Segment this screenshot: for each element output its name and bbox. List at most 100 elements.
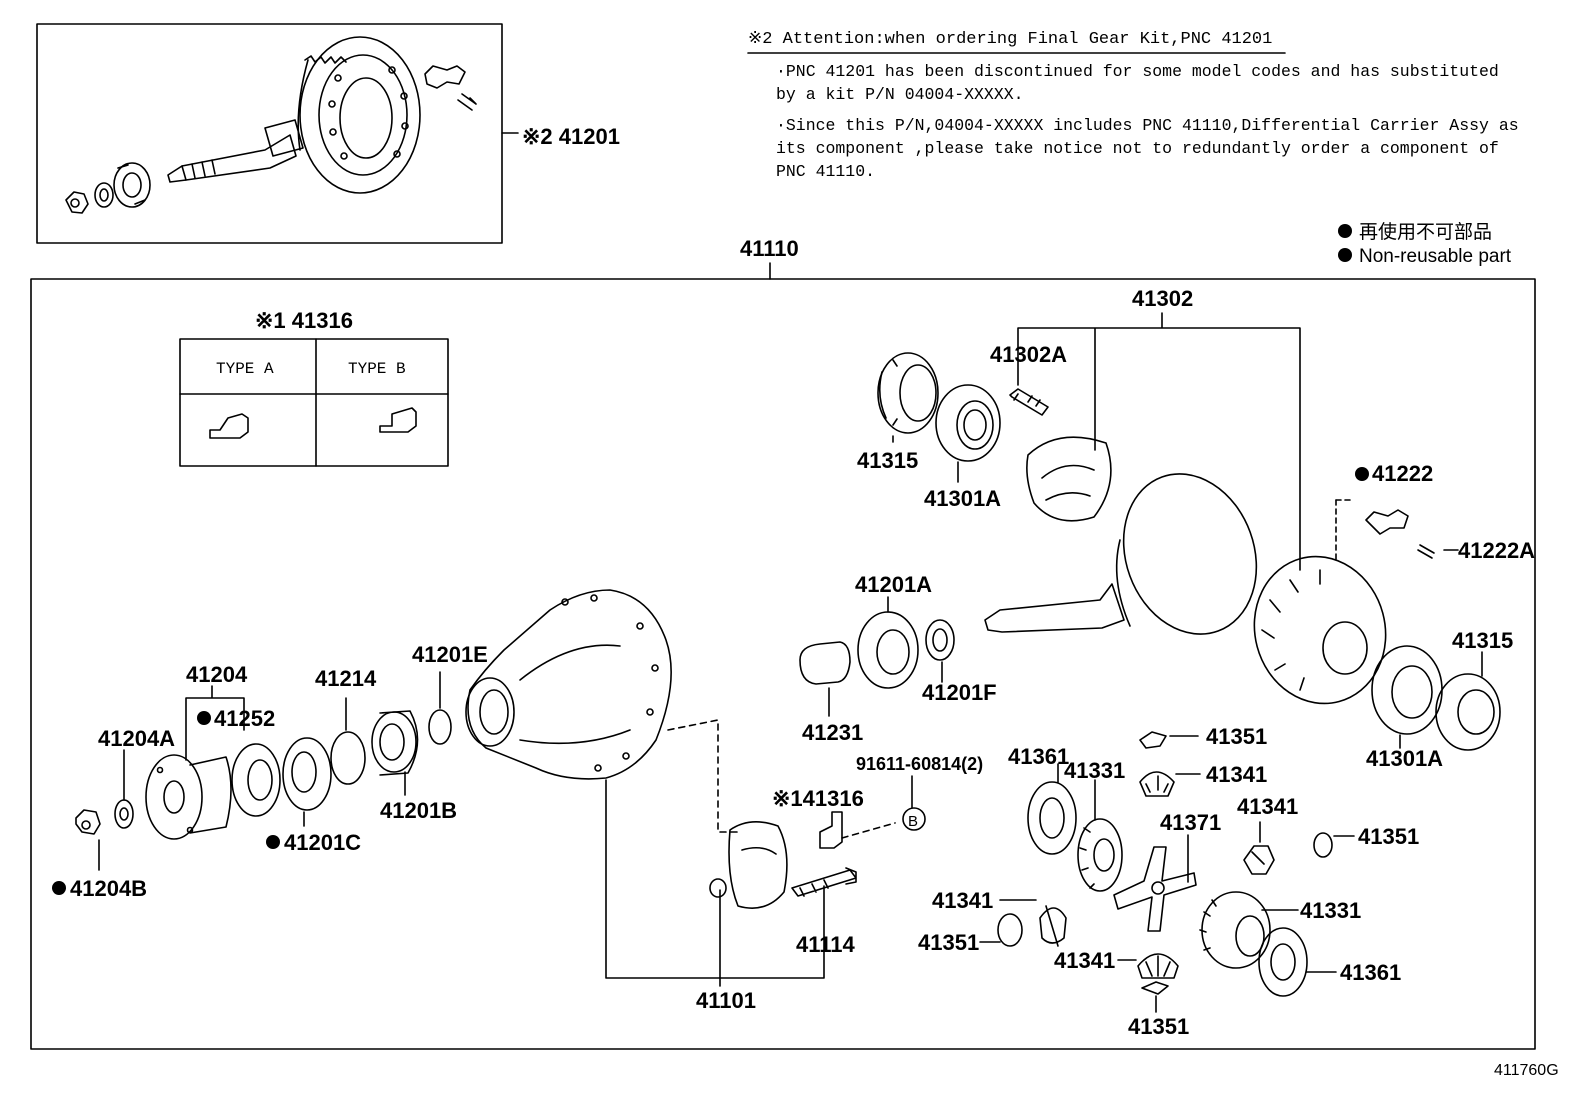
callout-41114: 41114 — [796, 932, 856, 957]
notice-line-4: its component ,please take notice not to… — [776, 139, 1499, 158]
pinion-41341-top — [1139, 771, 1175, 797]
callout-41351-c: 41351 — [918, 930, 979, 955]
callout-41231: 41231 — [802, 720, 863, 745]
bearing-41201A — [857, 596, 919, 689]
callout-41315-right: 41315 — [1452, 628, 1513, 653]
callout-41301A-right: 41301A — [1366, 746, 1443, 771]
nut-41204B — [75, 809, 101, 871]
non-reusable-markers — [52, 467, 1369, 895]
dowel-pin — [709, 878, 727, 898]
pinion-41341-lower — [1039, 905, 1067, 947]
pinion-41341-bottom — [1137, 953, 1179, 979]
notice-line-1: ·PNC 41201 has been discontinued for som… — [776, 62, 1499, 81]
callout-41222A: 41222A — [1458, 538, 1535, 563]
oil-seal-41315-top — [877, 352, 939, 443]
callout-41101: 41101 — [696, 988, 756, 1013]
callout-41331-a: 41331 — [1064, 758, 1125, 783]
callout-41201E: 41201E — [412, 642, 488, 667]
callout-41252: 41252 — [214, 706, 275, 731]
callout-41302: 41302 — [1132, 286, 1193, 311]
pinion-41341-right — [1243, 845, 1275, 875]
side-gear-41331-left — [1077, 779, 1123, 892]
ref-b-circle — [902, 807, 926, 831]
callout-41222: 41222 — [1372, 461, 1433, 486]
oil-seal-41315-right — [1435, 651, 1501, 751]
ref-b-label: B — [908, 813, 918, 830]
spacer-41231 — [799, 641, 851, 717]
inset-frame — [36, 23, 503, 244]
legend-dot-jp — [1338, 224, 1352, 238]
shim-41201E — [428, 671, 452, 745]
notice-title: ※2 Attention:when ordering Final Gear Ki… — [748, 30, 1273, 49]
bolt-41302A — [1009, 388, 1049, 416]
oil-seal-41201C — [282, 737, 332, 827]
callout-41341-d: 41341 — [1054, 948, 1115, 973]
table-col-b: TYPE B — [348, 360, 406, 378]
shim-41201F — [925, 619, 955, 683]
callout-41201C: 41201C — [284, 830, 361, 855]
callout-41204: 41204 — [186, 662, 248, 687]
bearing-retainer — [1026, 436, 1112, 522]
notice-line-5: PNC 41110. — [776, 162, 876, 181]
callout-41351-b: 41351 — [1358, 824, 1419, 849]
callout-41341-a: 41341 — [1206, 762, 1267, 787]
legend-en: Non-reusable part — [1359, 246, 1512, 267]
bearing-41301A-top — [935, 384, 1001, 483]
washer-41351-lower — [997, 913, 1023, 947]
clip-type-table — [179, 338, 449, 467]
carrier-housing — [465, 589, 672, 780]
lock-plate-41222 — [1365, 509, 1409, 535]
callout-41204A: 41204A — [98, 726, 175, 751]
callout-91611-bolt: 91611-60814(2) — [856, 754, 983, 774]
companion-flange-41204 — [145, 754, 232, 840]
legend-dot-en — [1338, 248, 1352, 262]
clip-141316 — [819, 811, 843, 849]
thrust-washer-41361-left — [1027, 763, 1077, 855]
bearing-41201B — [371, 710, 419, 796]
washer-41351-right — [1313, 832, 1333, 858]
callout-41301A-top: 41301A — [924, 486, 1001, 511]
ring-gear-pinion — [984, 473, 1258, 635]
callout-41351-a: 41351 — [1206, 724, 1267, 749]
differential-case — [1253, 555, 1387, 705]
callout-41361-b: 41361 — [1340, 960, 1401, 985]
washer-41214 — [330, 697, 366, 785]
spider-41371 — [1113, 834, 1197, 932]
callout-41341-b: 41341 — [1237, 794, 1298, 819]
callout-41371: 41371 — [1160, 810, 1221, 835]
notice-line-2: by a kit P/N 04004-XXXXX. — [776, 85, 1024, 104]
callout-141316: ※141316 — [772, 786, 864, 811]
bolt-41222A — [1417, 544, 1435, 559]
callout-41302A: 41302A — [990, 342, 1067, 367]
callout-41201: ※2 41201 — [522, 124, 620, 149]
callout-41361-a: 41361 — [1008, 744, 1069, 769]
washer-41204A — [114, 749, 134, 829]
legend-jp: 再使用不可部品 — [1359, 221, 1492, 243]
callout-41351-d: 41351 — [1128, 1014, 1189, 1039]
thrust-washer-41361-right — [1258, 927, 1337, 997]
notice-line-3: ·Since this P/N,04004-XXXXX includes PNC… — [776, 116, 1519, 135]
side-gear-41331-right — [1199, 891, 1299, 969]
washer-41351-top — [1139, 731, 1167, 749]
clip-type-b-icon — [379, 407, 417, 433]
clip-type-a-icon — [209, 413, 249, 439]
final-gear-kit-drawing — [65, 36, 477, 214]
callout-41201F: 41201F — [922, 680, 997, 705]
callout-41201B: 41201B — [380, 798, 457, 823]
washer-41351-bottom — [1141, 981, 1169, 995]
callout-41341-c: 41341 — [932, 888, 993, 913]
callout-41204B: 41204B — [70, 876, 147, 901]
callout-41315-top: 41315 — [857, 448, 918, 473]
assembly-frame — [30, 278, 1536, 1050]
callout-41214: 41214 — [315, 666, 377, 691]
callout-41331-b: 41331 — [1300, 898, 1361, 923]
bolt-41114 — [791, 867, 857, 897]
table-col-a: TYPE A — [216, 360, 274, 378]
table-title: ※1 41316 — [255, 308, 353, 333]
callout-41110: 41110 — [740, 236, 799, 261]
bearing-41301A-right — [1371, 645, 1443, 749]
oil-slinger-41252 — [231, 743, 281, 817]
figure-code: 411760G — [1494, 1062, 1559, 1079]
callout-41201A: 41201A — [855, 572, 932, 597]
